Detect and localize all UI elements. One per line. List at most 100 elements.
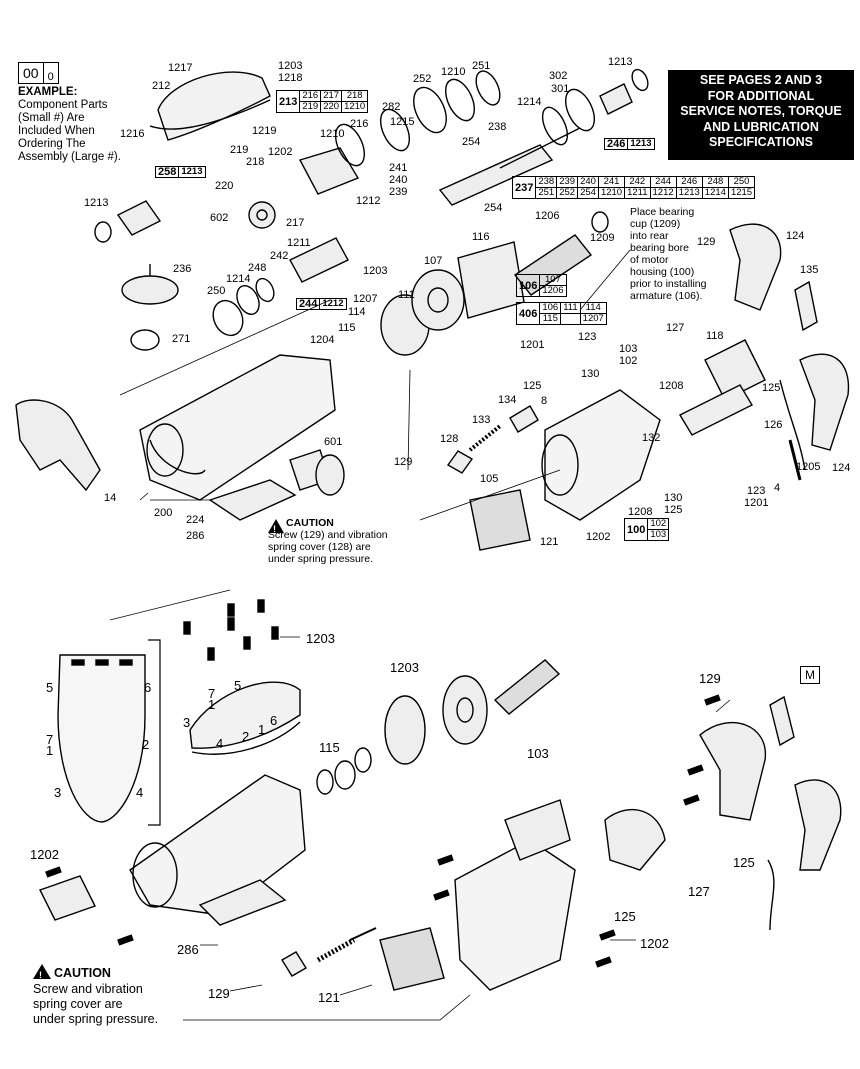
callout-line: FOR ADDITIONAL bbox=[707, 88, 815, 103]
part-number-label: 1202 bbox=[30, 847, 59, 862]
caution-line: under spring pressure. bbox=[33, 1012, 159, 1026]
assembly-part: 1214 bbox=[701, 187, 729, 199]
part-number-label: 125 bbox=[614, 909, 636, 924]
assembly-part: 1212 bbox=[319, 298, 347, 310]
assembly-part: 1213 bbox=[675, 187, 703, 199]
assembly-part: 106 bbox=[539, 302, 562, 314]
part-number-label: 115 bbox=[338, 322, 356, 334]
callout-line: SEE PAGES 2 AND 3 bbox=[699, 73, 823, 87]
svg-text:!: ! bbox=[273, 524, 276, 534]
example-heading: EXAMPLE: bbox=[18, 86, 78, 98]
assembly-part: 241 bbox=[597, 176, 626, 188]
part-number-label: 1203 bbox=[306, 631, 335, 646]
part-number-label: 212 bbox=[152, 80, 171, 92]
part-number-label: 1 bbox=[208, 697, 216, 712]
caution-bottom: CAUTION bbox=[54, 966, 111, 981]
assembly-part: 246 bbox=[675, 176, 703, 188]
part-number-label: 224 bbox=[186, 514, 205, 526]
part-number-label: 3 bbox=[54, 785, 62, 800]
example-line: (Small #) Are bbox=[18, 112, 85, 124]
note-line: of motor bbox=[630, 254, 669, 266]
caution-top: CAUTION bbox=[286, 517, 334, 529]
assembly-part: 111 bbox=[560, 302, 581, 314]
part-number-label: 286 bbox=[177, 942, 199, 957]
part-number-label: 124 bbox=[786, 230, 805, 242]
part-number-label: 1214 bbox=[517, 96, 542, 108]
part-number-label: 241 bbox=[389, 162, 408, 174]
part-number-label: 254 bbox=[484, 202, 503, 214]
note-line: bearing bore bbox=[630, 242, 689, 254]
caution-line: under spring pressure. bbox=[268, 553, 374, 565]
assembly-part: 251 bbox=[535, 187, 558, 199]
example-line: Ordering The bbox=[18, 138, 86, 150]
example-large-number: 00 bbox=[19, 63, 44, 83]
part-number-label: 6 bbox=[144, 680, 152, 695]
part-number-label: 135 bbox=[800, 264, 819, 276]
part-number-label: 240 bbox=[389, 174, 408, 186]
assembly-part: 248 bbox=[701, 176, 729, 188]
assembly-part: 252 bbox=[556, 187, 579, 199]
assembly-key: 258 bbox=[154, 166, 180, 178]
assembly-key: 406 bbox=[515, 302, 541, 325]
assembly-100-table: 100 102 103 bbox=[623, 518, 670, 541]
callout-line: SPECIFICATIONS bbox=[709, 135, 813, 149]
part-number-label: 1219 bbox=[252, 125, 277, 137]
part-number-label: 1214 bbox=[226, 273, 251, 285]
assembly-part: 240 bbox=[577, 176, 599, 188]
assembly-key: 237 bbox=[511, 176, 537, 199]
part-number-label: 271 bbox=[172, 333, 191, 345]
part-number-label: 220 bbox=[215, 180, 234, 192]
part-number-label: 129 bbox=[699, 671, 721, 686]
part-number-label: 130 bbox=[664, 492, 683, 504]
assembly-part: 1210 bbox=[597, 187, 626, 199]
assembly-part: 217 bbox=[320, 90, 343, 102]
part-number-label: 125 bbox=[733, 855, 755, 870]
example-line: Component Parts bbox=[18, 99, 108, 111]
part-number-label: 236 bbox=[173, 263, 192, 275]
assembly-part bbox=[560, 313, 581, 325]
example-legend: EXAMPLE: Component Parts (Small #) Are I… bbox=[18, 86, 121, 164]
assembly-key: 244 bbox=[295, 298, 321, 310]
part-number-label: 1210 bbox=[320, 128, 345, 140]
example-line: Assembly (Large #). bbox=[18, 151, 121, 163]
part-number-label: 248 bbox=[248, 262, 267, 274]
part-number-label: 601 bbox=[324, 436, 343, 448]
part-number-label: 2 bbox=[242, 729, 250, 744]
assembly-part: 107 bbox=[539, 274, 567, 286]
part-number-label: 200 bbox=[154, 507, 173, 519]
part-number-label: 1208 bbox=[659, 380, 684, 392]
part-number-label: 107 bbox=[424, 255, 443, 267]
assembly-244-table: 244 1212 bbox=[295, 298, 347, 310]
part-number-label: 218 bbox=[246, 156, 265, 168]
svg-text:!: ! bbox=[39, 970, 42, 980]
assembly-406-table: 406 106 111 114 115 1207 bbox=[515, 302, 607, 325]
part-number-label: 1 bbox=[258, 722, 266, 737]
assembly-part: 250 bbox=[727, 176, 756, 188]
example-line: Included When bbox=[18, 125, 95, 137]
part-number-label: 14 bbox=[104, 492, 117, 504]
part-number-label: 251 bbox=[472, 60, 491, 72]
assembly-part: 1211 bbox=[624, 187, 651, 199]
part-number-label: 1205 bbox=[796, 461, 821, 473]
caution-bottom-text: Screw and vibration spring cover are und… bbox=[33, 982, 158, 1027]
part-number-label: 1 bbox=[46, 743, 54, 758]
part-number-label: 123 bbox=[578, 331, 597, 343]
part-number-label: 8 bbox=[541, 395, 548, 407]
part-number-label: 602 bbox=[210, 212, 229, 224]
part-number-label: 116 bbox=[472, 231, 490, 243]
assembly-part: 216 bbox=[299, 90, 322, 102]
part-number-label: 102 bbox=[619, 355, 638, 367]
part-number-label: 1209 bbox=[590, 232, 615, 244]
assembly-213-table: 213 216 217 218 219 220 1210 bbox=[275, 90, 369, 113]
part-number-label: 125 bbox=[664, 504, 683, 516]
assembly-part: 239 bbox=[556, 176, 579, 188]
part-number-label: 129 bbox=[208, 986, 230, 1001]
assembly-part: 218 bbox=[341, 90, 369, 102]
note-line: armature (106). bbox=[630, 290, 703, 302]
part-number-label: 118 bbox=[706, 330, 724, 342]
part-number-label: 1204 bbox=[310, 334, 335, 346]
assembly-part: 220 bbox=[320, 101, 343, 113]
